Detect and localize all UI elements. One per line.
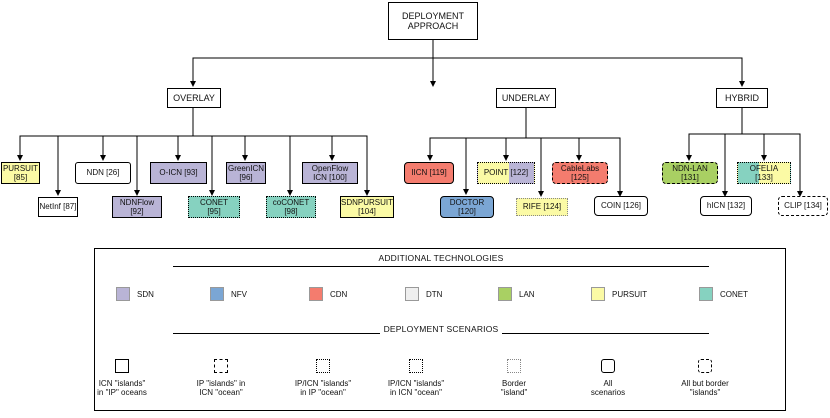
scenario-icon-ip-islands [214,359,228,373]
legend-scenarios-title: DEPLOYMENT SCENARIOS [95,324,787,334]
swatch-cdn [309,287,323,301]
category-overlay: OVERLAY [167,88,221,108]
legend-panel: ADDITIONAL TECHNOLOGIES SDN NFV CDN DTN … [94,248,786,411]
node-ndnflow: NDNFlow [92] [112,196,162,218]
scenario-label: All scenarios [590,379,626,398]
scenario-label: ICN "islands" in "IP" oceans [97,379,147,398]
node-oicn: O-ICN [93] [150,162,207,184]
node-hicn: hICN [132] [700,196,752,216]
node-rife: RIFE [124] [516,198,568,216]
node-conet: CONET [95] [188,196,240,218]
swatch-label-lan: LAN [519,290,535,299]
node-ndnlan: NDN-LAN [131] [662,162,718,184]
node-ofelia: OFELIA [133] [737,162,791,184]
node-pursuit: PURSUIT [85] [1,162,40,184]
swatch-label-sdn: SDN [137,290,154,299]
swatch-label-nfv: NFV [231,290,247,299]
scenario-icon-icn-islands [115,359,129,373]
scenario-label: IP "islands" in ICN "ocean" [196,379,246,398]
scenario-label: All but border "islands" [681,379,729,398]
scenario-label: IP/ICN "islands" in ICN "ocean" [387,379,445,398]
node-cablelabs: CableLabs [125] [552,162,608,184]
node-sdnpursuit: SDNPURSUIT [104] [340,196,394,218]
legend-technologies-title: ADDITIONAL TECHNOLOGIES [378,253,504,263]
swatch-label-cdn: CDN [330,290,348,299]
swatch-conet [699,287,713,301]
node-netinf: NetInf [87] [38,197,78,217]
scenario-label: IP/ICN "islands" in IP "ocean" [294,379,352,398]
swatch-label-pursuit: PURSUIT [612,290,648,299]
scenario-icon-border [507,359,521,373]
category-underlay: UNDERLAY [496,88,556,108]
node-coconet: coCONET [98] [266,196,316,218]
scenario-icon-ipicn-in-ip [316,359,330,373]
node-iicn: IICN [119] [404,162,454,184]
swatch-label-dtn: DTN [426,290,443,299]
swatch-dtn [405,287,419,301]
node-clip: CLIP [134] [778,196,828,216]
scenario-icon-ipicn-in-icn [409,359,423,373]
node-ndn: NDN [26] [75,162,131,184]
swatch-nfv [210,287,224,301]
scenario-icon-all-but-border [698,359,712,373]
swatch-sdn [116,287,130,301]
swatch-pursuit [591,287,605,301]
node-doctor: DOCTOR [120] [440,196,494,218]
node-point: POINT [122] [477,162,535,184]
root-node: DEPLOYMENT APPROACH [388,2,478,40]
swatch-label-conet: CONET [720,290,748,299]
node-coin: COIN [126] [594,196,648,216]
node-openflowicn: OpenFlow ICN [100] [302,162,358,184]
category-hybrid: HYBRID [716,88,768,108]
scenario-icon-all [601,359,615,373]
swatch-lan [498,287,512,301]
node-greenicn: GreenICN [96] [226,162,266,184]
legend-separator [173,266,709,267]
scenario-label: Border "island" [500,379,528,398]
